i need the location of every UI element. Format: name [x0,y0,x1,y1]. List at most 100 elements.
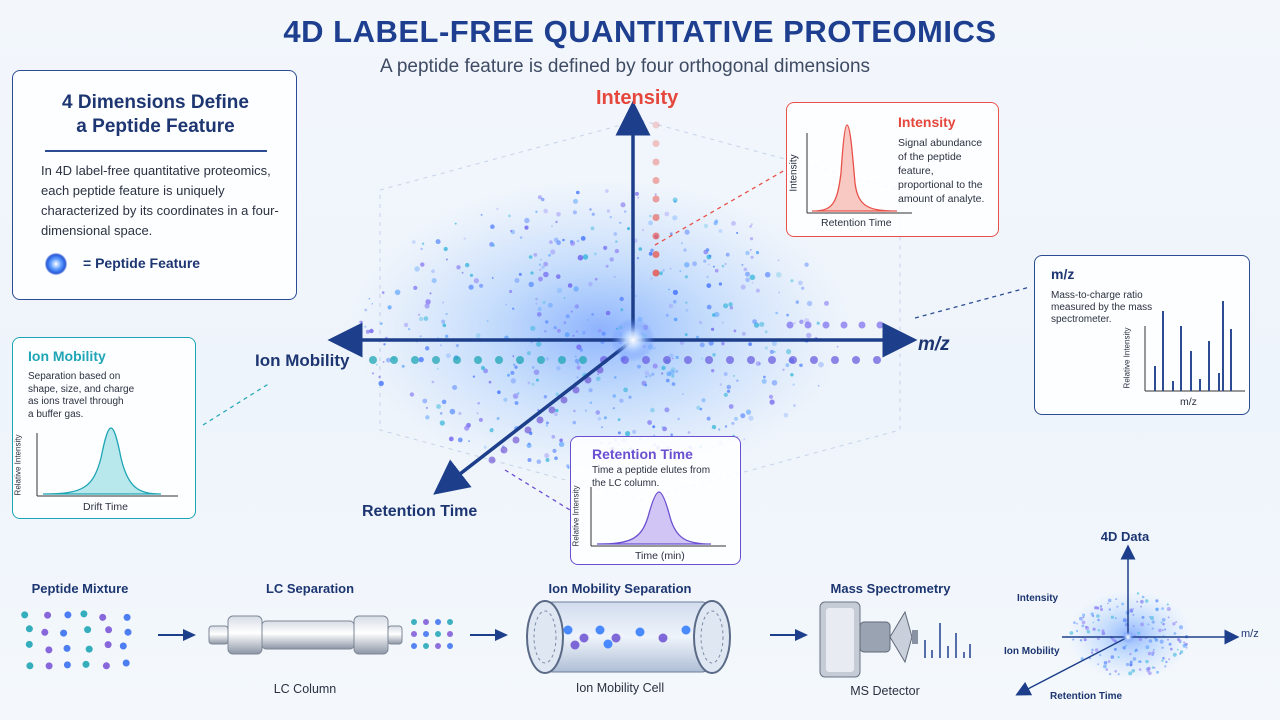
intensity-connector [654,169,786,246]
trail-point [789,356,797,364]
cloud-point [620,202,626,208]
cloud-point [519,236,523,239]
cloud-point [590,226,595,231]
mini-point [1085,625,1088,629]
cloud-point [573,198,578,204]
cloud-point [806,332,812,339]
cloud-point [591,212,595,216]
cloud-point [456,265,461,270]
ion-mobility-card: Ion Mobility Separation based on shape, … [12,337,196,519]
intensity-card-text-line: Signal abundance [898,137,983,149]
cloud-point [539,268,542,272]
cloud-point [749,274,756,281]
cloud-point [625,431,631,437]
ion-mobility-card-title: Ion Mobility [28,348,106,364]
cloud-point [597,373,599,375]
cloud-point [713,265,715,268]
trail-point [537,356,545,364]
mini-point [1082,613,1086,617]
mini-ion-mobility-label: Ion Mobility [1004,646,1060,657]
cloud-point [448,436,454,442]
lc-point [411,643,417,649]
cloud-point [567,466,570,469]
cloud-point [429,292,432,295]
peptide-mixture-icon [21,610,132,670]
mini-retention-time-label: Retention Time [1050,691,1123,702]
trail-point [652,269,660,277]
cloud-point [795,300,799,304]
mini-point [1161,646,1164,649]
cloud-point [555,408,559,413]
mini-point [1158,628,1162,633]
cloud-point [551,434,556,439]
lc-point [411,631,417,637]
lc-point [435,631,441,637]
cloud-point [818,361,824,368]
mini-point [1096,614,1100,618]
cloud-point [785,363,790,368]
trail-point [840,321,848,329]
trail-point [560,396,568,404]
cloud-point [740,284,746,290]
mini-point [1140,599,1144,604]
cloud-point [543,329,547,333]
mini-point [1110,615,1114,619]
mini-point [1115,598,1118,600]
cloud-point [535,378,539,382]
cloud-point [669,267,672,270]
cloud-point [440,344,442,347]
mini-point [1076,622,1078,625]
trail-point [652,195,660,203]
cloud-point [457,437,463,443]
trail-point [726,356,734,364]
mini-point [1128,671,1133,676]
cloud-point [731,221,736,226]
mini-point [1121,602,1124,606]
cloud-point [497,390,501,395]
cloud-point [755,288,760,293]
retention-peak [596,491,712,545]
cloud-point [718,282,723,286]
mini-point [1162,622,1165,626]
retention-time-axis [433,338,635,495]
cloud-point [562,238,565,242]
cloud-point [543,271,549,278]
cloud-point [544,453,550,459]
cell-point [579,633,589,643]
cloud-point [597,417,602,421]
mini-point [1117,656,1120,659]
cloud-point [554,456,558,461]
mz-connector [914,286,1031,319]
cloud-point [436,367,439,370]
mini-point [1092,621,1095,624]
trail-point [536,416,544,424]
cloud-point [436,404,441,409]
mixture-point [60,629,68,637]
cloud-point [524,217,530,224]
mini-point [1136,600,1139,603]
cloud-point [490,224,495,229]
cloud-point [458,411,462,416]
cell-point [658,633,668,643]
mini-point [1114,617,1117,620]
ion-mobility-card-xlabel: Drift Time [83,501,128,513]
cloud-point [442,323,447,328]
mini-point [1112,638,1116,642]
cloud-point [649,214,652,218]
cloud-point [531,382,535,386]
lc-point [447,619,453,625]
cloud-point [383,343,386,346]
lc-point [435,643,441,649]
cloud-point [711,327,715,331]
cloud-point [552,448,557,453]
cloud-point [619,398,624,403]
mixture-point [21,611,29,619]
mz-card-text-line: spectrometer. [1051,314,1112,325]
cloud-point [480,365,486,371]
cloud-point [804,262,809,267]
ion-mobility-card-ylabel: Relative Intensity [13,434,23,496]
cloud-point [619,296,624,302]
cloud-point [510,378,517,384]
mini-point [1108,672,1112,676]
